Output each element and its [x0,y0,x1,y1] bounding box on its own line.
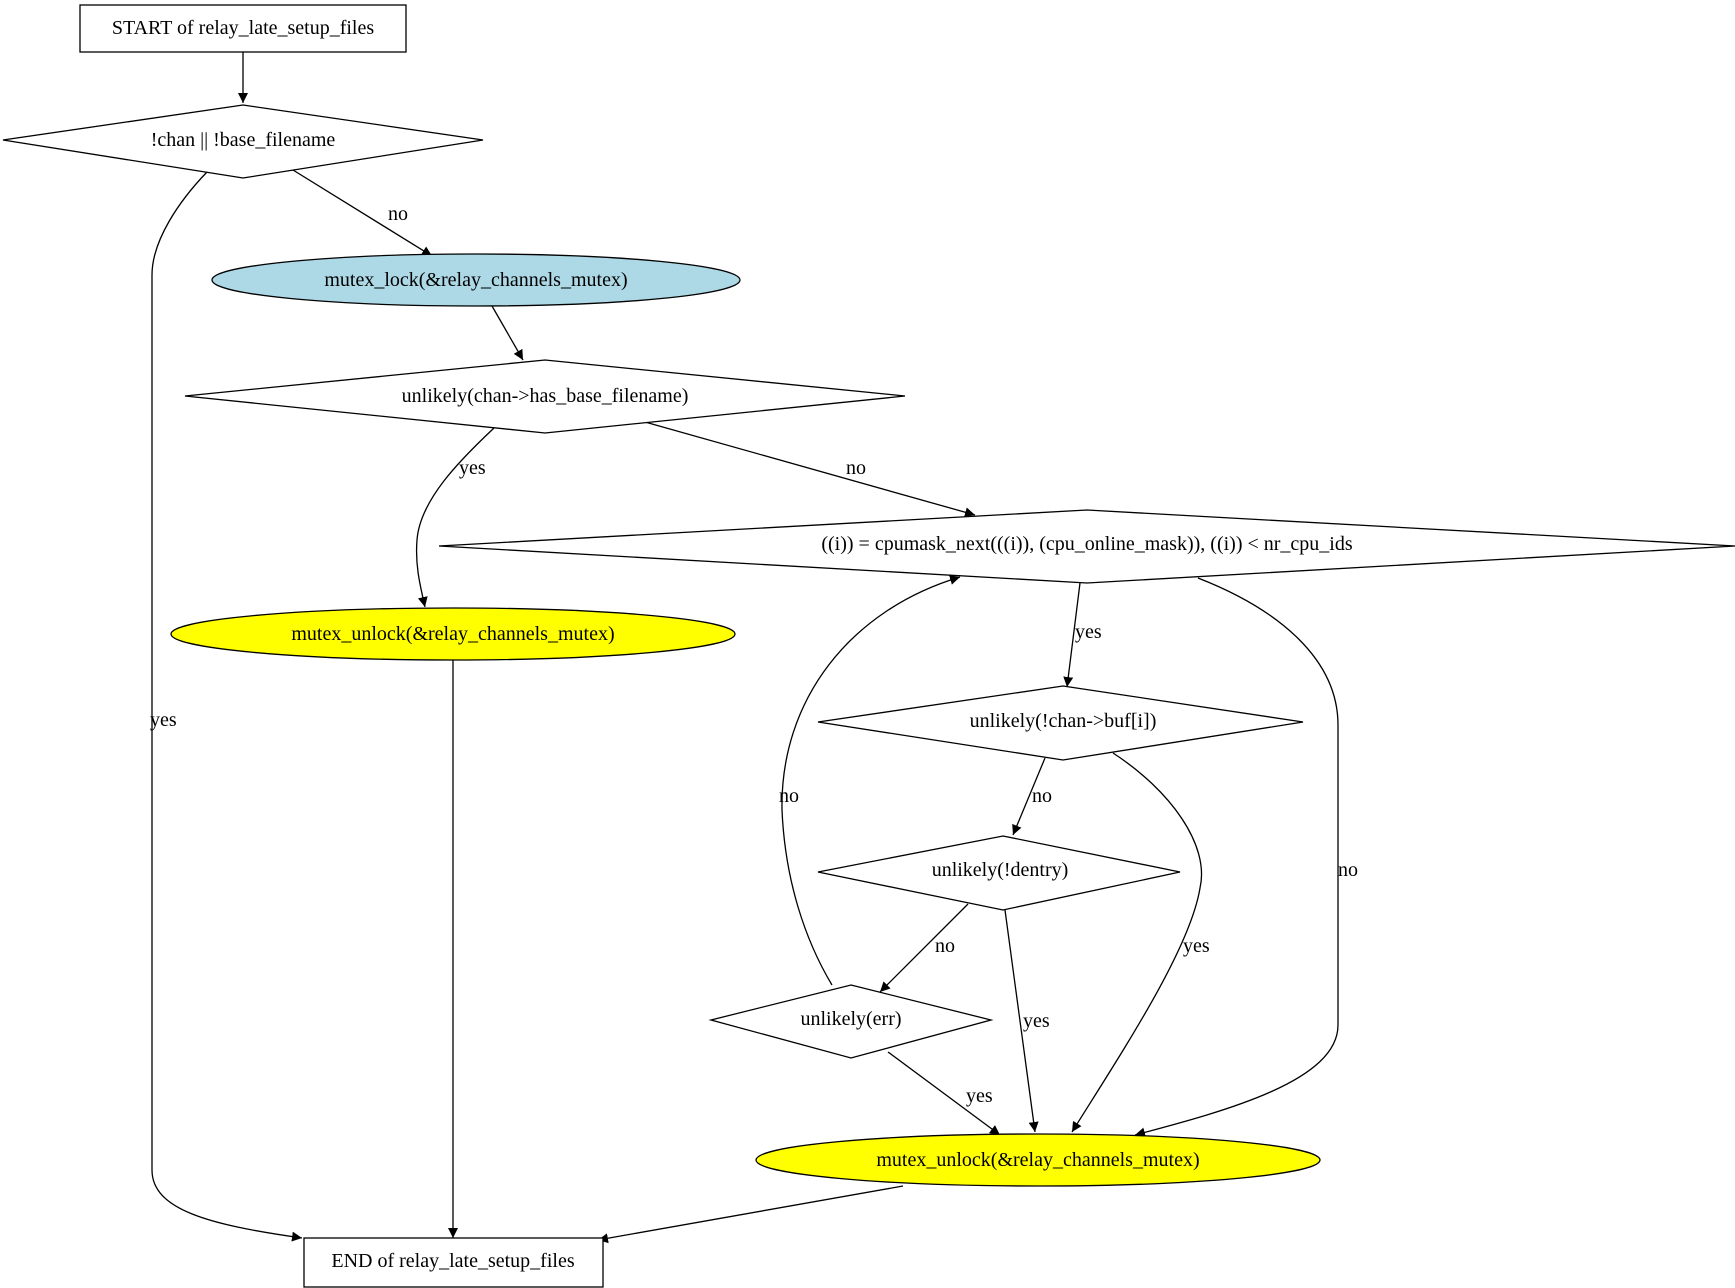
edge-cond-dentry-to-unlock-late [1004,909,1039,1133]
edge-lock-to-cond-has-base [491,305,524,361]
cond-has-base-label: unlikely(chan->has_base_filename) [402,385,689,407]
node-unlock-late: mutex_unlock(&relay_channels_mutex) [755,1133,1321,1187]
cond-dentry-label: unlikely(!dentry) [932,859,1069,881]
edge-labels: no yes yes no yes no no yes no yes no ye… [150,203,1358,1107]
edge-cond-buf-to-unlock-late [1071,752,1203,1133]
unlock-early-ellipse [170,607,736,661]
cond-buf-diamond [817,685,1304,761]
edge-cond-chan-to-lock [292,169,433,257]
edge-label-loop-yes: yes [1075,621,1102,643]
cond-chan-label: !chan || !base_filename [151,129,336,151]
edge-cond-err-to-unlock-late [887,1051,1001,1136]
node-unlock-early: mutex_unlock(&relay_channels_mutex) [170,607,736,661]
unlock-late-label: mutex_unlock(&relay_channels_mutex) [876,1149,1199,1171]
cond-dentry-diamond [817,835,1181,911]
edge-label-has-base-yes: yes [459,457,486,479]
edge-label-err-yes: yes [966,1085,993,1107]
cond-chan-diamond [2,104,484,179]
start-box [79,4,407,53]
node-start: START of relay_late_setup_files [79,4,407,53]
edge-label-dentry-yes: yes [1023,1010,1050,1032]
edge-cond-loop-to-unlock-late [1134,577,1339,1138]
cond-loop-diamond [438,509,1735,584]
node-cond-err: unlikely(err) [708,984,994,1059]
edge-label-buf-yes: yes [1183,935,1210,957]
edge-cond-dentry-to-cond-err [879,903,969,993]
lock-label: mutex_lock(&relay_channels_mutex) [324,269,627,291]
edge-cond-has-base-to-unlock-early [415,427,495,608]
cond-buf-label: unlikely(!chan->buf[i]) [970,710,1157,732]
unlock-late-ellipse [755,1133,1321,1187]
edge-label-dentry-no: no [935,935,955,957]
unlock-early-label: mutex_unlock(&relay_channels_mutex) [291,623,614,645]
node-end: END of relay_late_setup_files [303,1237,604,1288]
edge-label-loop-no: no [1338,859,1358,881]
edge-cond-err-to-cond-loop [781,575,961,986]
edge-cond-buf-to-cond-dentry [1012,757,1046,836]
edge-label-chan-yes: yes [150,709,177,731]
node-cond-buf: unlikely(!chan->buf[i]) [817,685,1304,761]
node-cond-loop: ((i)) = cpumask_next(((i)), (cpu_online_… [438,509,1735,584]
edge-label-chan-no: no [388,203,408,225]
node-cond-chan: !chan || !base_filename [2,104,484,179]
cond-err-diamond [708,984,994,1059]
end-box [303,1237,604,1288]
node-cond-has-base: unlikely(chan->has_base_filename) [184,359,906,434]
end-label: END of relay_late_setup_files [331,1250,574,1272]
cond-has-base-diamond [184,359,906,434]
lock-ellipse [211,253,741,307]
edges [151,52,1339,1244]
edge-cond-loop-to-cond-buf [1063,582,1081,688]
start-label: START of relay_late_setup_files [112,17,375,39]
edge-cond-chan-to-end [151,171,303,1242]
edge-cond-has-base-to-cond-loop [644,421,976,518]
node-lock: mutex_lock(&relay_channels_mutex) [211,253,741,307]
cond-loop-label: ((i)) = cpumask_next(((i)), (cpu_online_… [821,533,1352,555]
node-cond-dentry: unlikely(!dentry) [817,835,1181,911]
edge-label-buf-no: no [1032,785,1052,807]
edge-unlock-late-to-end [597,1185,904,1244]
edge-label-err-no: no [779,785,799,807]
cond-err-label: unlikely(err) [800,1008,901,1030]
edge-label-has-base-no: no [846,457,866,479]
